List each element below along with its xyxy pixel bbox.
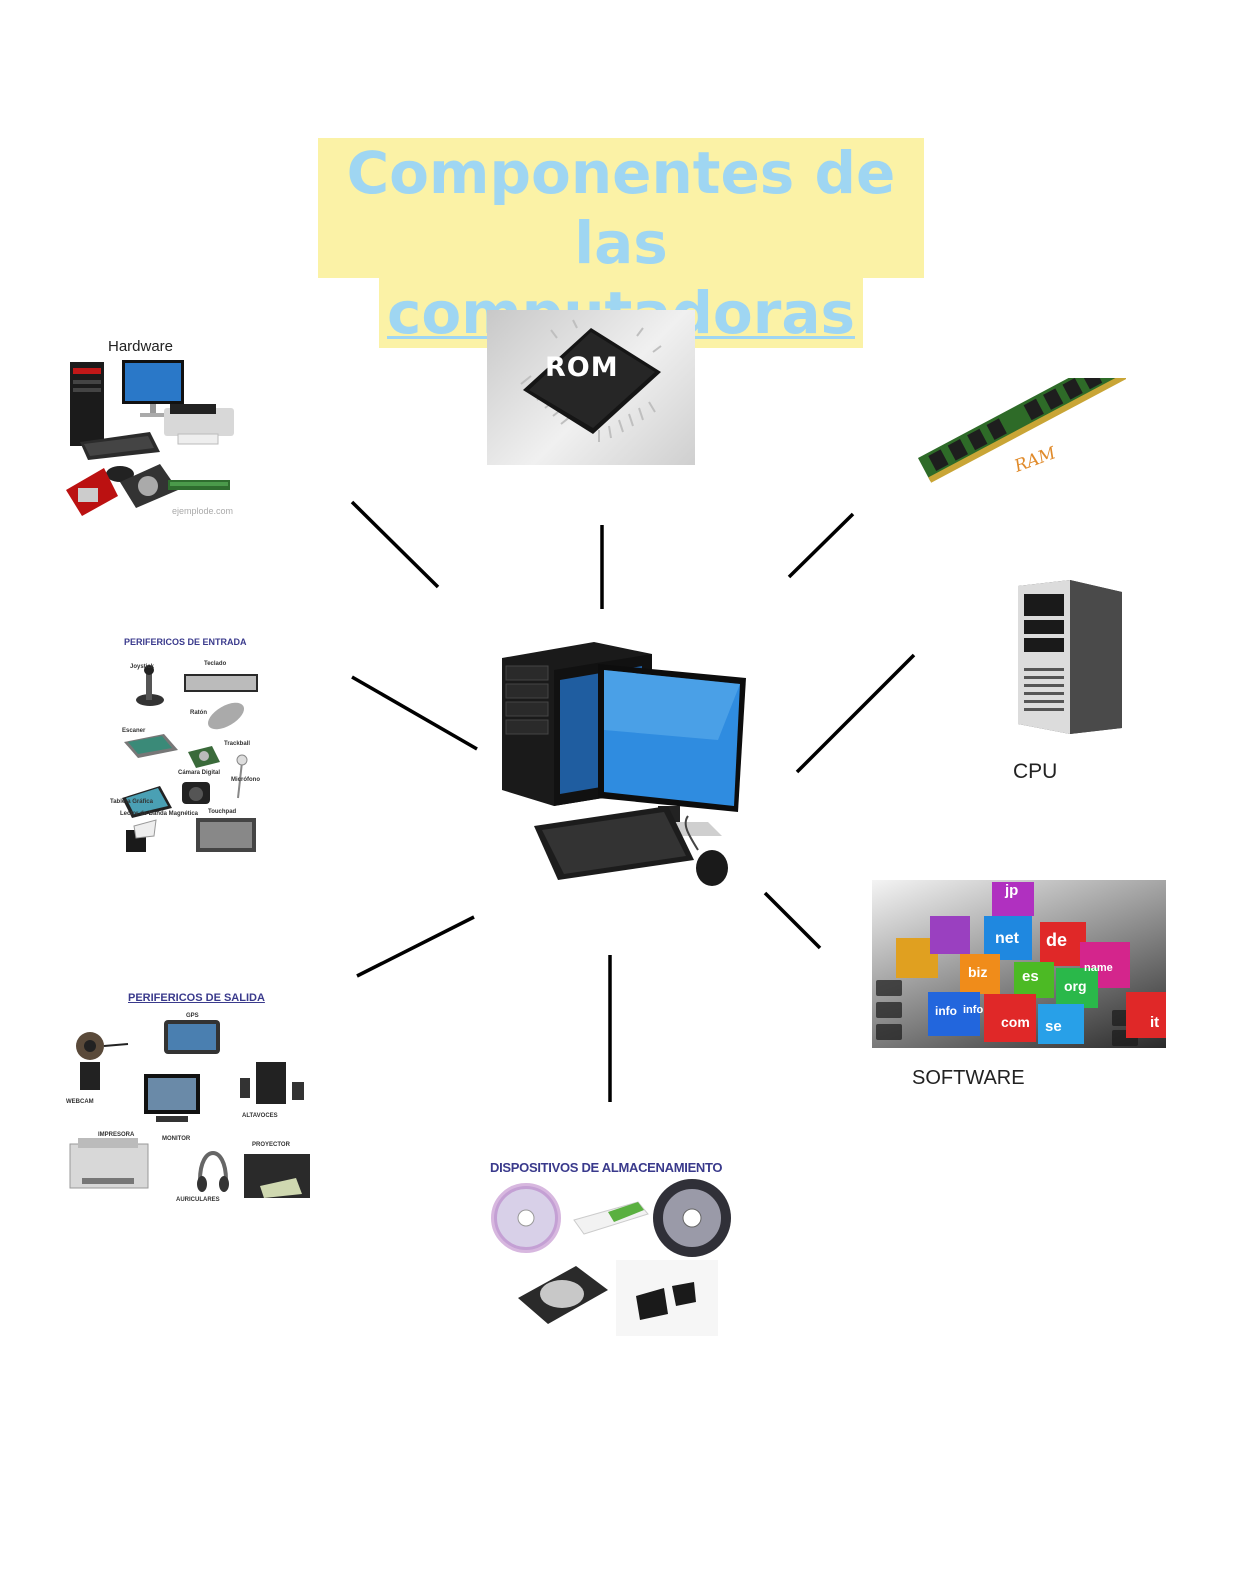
input-node: PERIFERICOS DE ENTRADA Joystick Teclado … (108, 634, 268, 858)
output-item-auriculares: AURICULARES (176, 1197, 220, 1203)
output-item-proyector: PROYECTOR (252, 1142, 290, 1148)
hardware-watermark: ejemplode.com (172, 506, 234, 516)
cube-com: com (1001, 1014, 1030, 1030)
cube-net: net (995, 930, 1019, 947)
cpu-label: CPU (1013, 760, 1058, 783)
input-caption: PERIFERICOS DE ENTRADA (124, 637, 247, 647)
cube-it: it (1150, 1014, 1160, 1031)
title-line-1: Componentes de las (318, 138, 924, 278)
cpu-node: CPU (1010, 578, 1130, 788)
rom-label: ROM (545, 352, 619, 383)
output-item-monitor: MONITOR (162, 1136, 191, 1142)
connector-output (356, 915, 475, 978)
input-devices-icon (122, 665, 258, 852)
software-label: SOFTWARE (912, 1067, 1025, 1089)
input-item-camara: Cámara Digital (178, 770, 221, 776)
output-item-impresora: IMPRESORA (98, 1132, 135, 1138)
output-item-altavoces: ALTAVOCES (242, 1113, 278, 1119)
storage-node: DISPOSITIVOS DE ALMACENAMIENTO (488, 1158, 736, 1338)
cube-org: org (1064, 978, 1087, 994)
input-item-raton: Ratón (190, 710, 207, 716)
cube-jp: jp (1005, 882, 1019, 899)
cube-se: se (1045, 1018, 1062, 1035)
input-item-tableta: Tableta Gráfica (110, 799, 153, 805)
cube-es: es (1022, 968, 1039, 985)
hardware-node: Hardware ejemplode.com (60, 336, 240, 522)
output-item-webcam: WEBCAM (66, 1099, 94, 1105)
software-node: jp net de biz es org name info info com … (872, 880, 1166, 1048)
output-item-gps: GPS (186, 1013, 199, 1019)
output-devices-icon (69, 1020, 310, 1198)
desktop-computer-icon (502, 642, 746, 886)
input-item-trackball: Trackball (224, 741, 251, 747)
connector-input (351, 675, 478, 751)
connector-software (763, 891, 822, 950)
connector-hardware (350, 500, 440, 589)
storage-devices-icon (491, 1179, 731, 1336)
ram-module-icon (918, 378, 1126, 483)
cube-name: name (1084, 962, 1113, 974)
rom-node: ROM (487, 310, 695, 465)
input-item-lector: Lector de Banda Magnética (120, 811, 199, 817)
cube-info-2: info (963, 1004, 984, 1016)
output-caption: PERIFERICOS DE SALIDA (128, 992, 265, 1004)
storage-caption: DISPOSITIVOS DE ALMACENAMIENTO (490, 1160, 723, 1175)
connector-ram (787, 512, 855, 579)
ram-node: RAM (912, 378, 1126, 498)
tower-case-icon (1018, 580, 1122, 734)
domain-cubes-icon (876, 882, 1166, 1046)
rom-chip-icon (520, 319, 662, 442)
input-item-teclado: Teclado (204, 661, 227, 667)
connector-cpu (795, 653, 916, 774)
cube-info-1: info (935, 1004, 957, 1018)
input-item-microfono: Micrófono (231, 777, 260, 783)
input-item-joystick: Joystick (130, 664, 155, 670)
hardware-label: Hardware (108, 338, 174, 355)
input-item-touchpad: Touchpad (208, 809, 237, 815)
cube-biz: biz (968, 964, 988, 980)
input-item-escaner: Escaner (122, 728, 146, 734)
cube-de: de (1046, 930, 1068, 950)
output-node: PERIFERICOS DE SALIDA GPS WEBCAM ALTAVOC… (64, 990, 314, 1206)
hardware-collage-icon (66, 360, 234, 516)
